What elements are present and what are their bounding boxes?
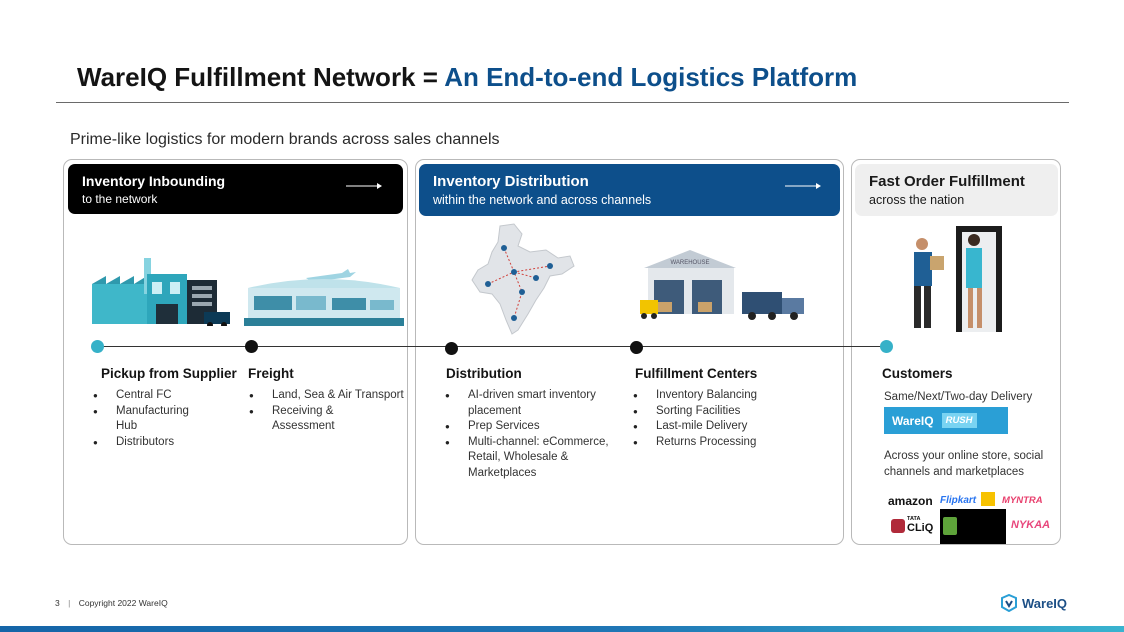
factory-illustration	[92, 258, 230, 326]
pickup-list: Central FC Manufacturing Hub Distributor…	[93, 388, 213, 450]
tata-logo: TATA	[907, 516, 921, 522]
delivery-speed-text: Same/Next/Two-day Delivery	[884, 391, 1033, 403]
wareiq-rush-badge: WareIQ RUSH	[884, 407, 1008, 434]
centers-list: Inventory Balancing Sorting Facilities L…	[633, 388, 803, 450]
shopify-logo-block	[940, 509, 1006, 544]
customers-heading: Customers	[882, 366, 953, 381]
freight-illustration	[244, 269, 404, 326]
copyright-text: Copyright 2022 WareIQ	[78, 598, 168, 608]
inbound-header: Inventory Inbounding to the network	[68, 164, 403, 214]
list-item: Last-mile Delivery	[633, 419, 803, 435]
nykaa-logo: NYKAA	[1011, 519, 1051, 531]
fulfillment-header: Fast Order Fulfillment across the nation	[855, 164, 1058, 216]
warehouse-sign: WAREHOUSE	[670, 260, 709, 266]
list-item: Prep Services	[445, 419, 615, 435]
wareiq-brand: WareIQ	[1000, 594, 1067, 612]
inbound-header-subtitle: to the network	[82, 192, 158, 206]
list-item: Manufacturing Hub	[93, 404, 197, 435]
centers-heading: Fulfillment Centers	[635, 366, 758, 381]
page-subtitle: Prime-like logistics for modern brands a…	[70, 131, 500, 148]
distribution-panel	[415, 159, 844, 545]
title-main: WareIQ Fulfillment Network =	[77, 62, 445, 92]
warehouse-illustration: WAREHOUSE	[640, 250, 804, 320]
freight-list: Land, Sea & Air Transport Receiving & As…	[249, 388, 407, 435]
wareiq-logo-icon	[1001, 594, 1017, 612]
page-number: 3	[55, 598, 60, 608]
distribution-heading: Distribution	[446, 366, 522, 381]
inbound-header-title: Inventory Inbounding	[82, 173, 226, 189]
myntra-logo: MYNTRA	[1002, 495, 1043, 506]
timeline-dot-distribution	[445, 342, 458, 355]
list-item: Inventory Balancing	[633, 388, 803, 404]
flipkart-logo: Flipkart	[940, 495, 977, 506]
fulfillment-header-title: Fast Order Fulfillment	[869, 173, 1025, 190]
title-accent: An End-to-end Logistics Platform	[444, 62, 858, 92]
rush-badge-brand: WareIQ	[892, 413, 934, 428]
footer-separator: |	[68, 598, 71, 608]
rush-badge-tag: RUSH	[941, 413, 977, 428]
channels-text: Across your online store, social channel…	[884, 450, 1044, 478]
delivery-illustration	[914, 226, 1002, 332]
timeline-dot-customers	[880, 340, 893, 353]
brand-name: WareIQ	[1022, 595, 1068, 611]
distribution-header: Inventory Distribution within the networ…	[419, 164, 840, 216]
page-title: WareIQ Fulfillment Network = An End-to-e…	[77, 62, 857, 93]
footer-copyright: 3 | Copyright 2022 WareIQ	[55, 598, 168, 608]
shopify-bag-icon	[943, 517, 957, 535]
bottom-accent-bar	[0, 626, 1124, 632]
distribution-list: AI-driven smart inventory placement Prep…	[445, 388, 615, 481]
amazon-logo: amazon	[888, 494, 933, 508]
flipkart-bag-icon	[981, 492, 995, 506]
tata-cliq-icon	[891, 519, 905, 533]
list-item: Receiving & Assessment	[249, 404, 349, 435]
list-item: Land, Sea & Air Transport	[249, 388, 407, 404]
timeline-dot-centers	[630, 341, 643, 354]
timeline-dot-pickup	[91, 340, 104, 353]
timeline-dot-freight	[245, 340, 258, 353]
list-item: Returns Processing	[633, 435, 803, 451]
india-map-illustration	[471, 223, 575, 335]
fulfillment-header-subtitle: across the nation	[869, 193, 965, 207]
list-item: Distributors	[93, 435, 213, 451]
list-item: Central FC	[93, 388, 213, 404]
distribution-header-subtitle: within the network and across channels	[433, 193, 652, 207]
inbound-panel	[63, 159, 408, 545]
timeline-line	[98, 346, 888, 347]
list-item: AI-driven smart inventory placement	[445, 388, 615, 419]
freight-heading: Freight	[248, 366, 294, 381]
list-item: Sorting Facilities	[633, 404, 803, 420]
list-item: Multi-channel: eCommerce, Retail, Wholes…	[445, 435, 615, 482]
distribution-header-title: Inventory Distribution	[433, 173, 589, 190]
pickup-heading: Pickup from Supplier	[101, 366, 237, 381]
title-divider	[56, 102, 1069, 103]
arrow-right-icon	[346, 183, 382, 189]
cliq-logo: CLiQ	[907, 522, 934, 534]
arrow-right-icon	[785, 183, 821, 189]
